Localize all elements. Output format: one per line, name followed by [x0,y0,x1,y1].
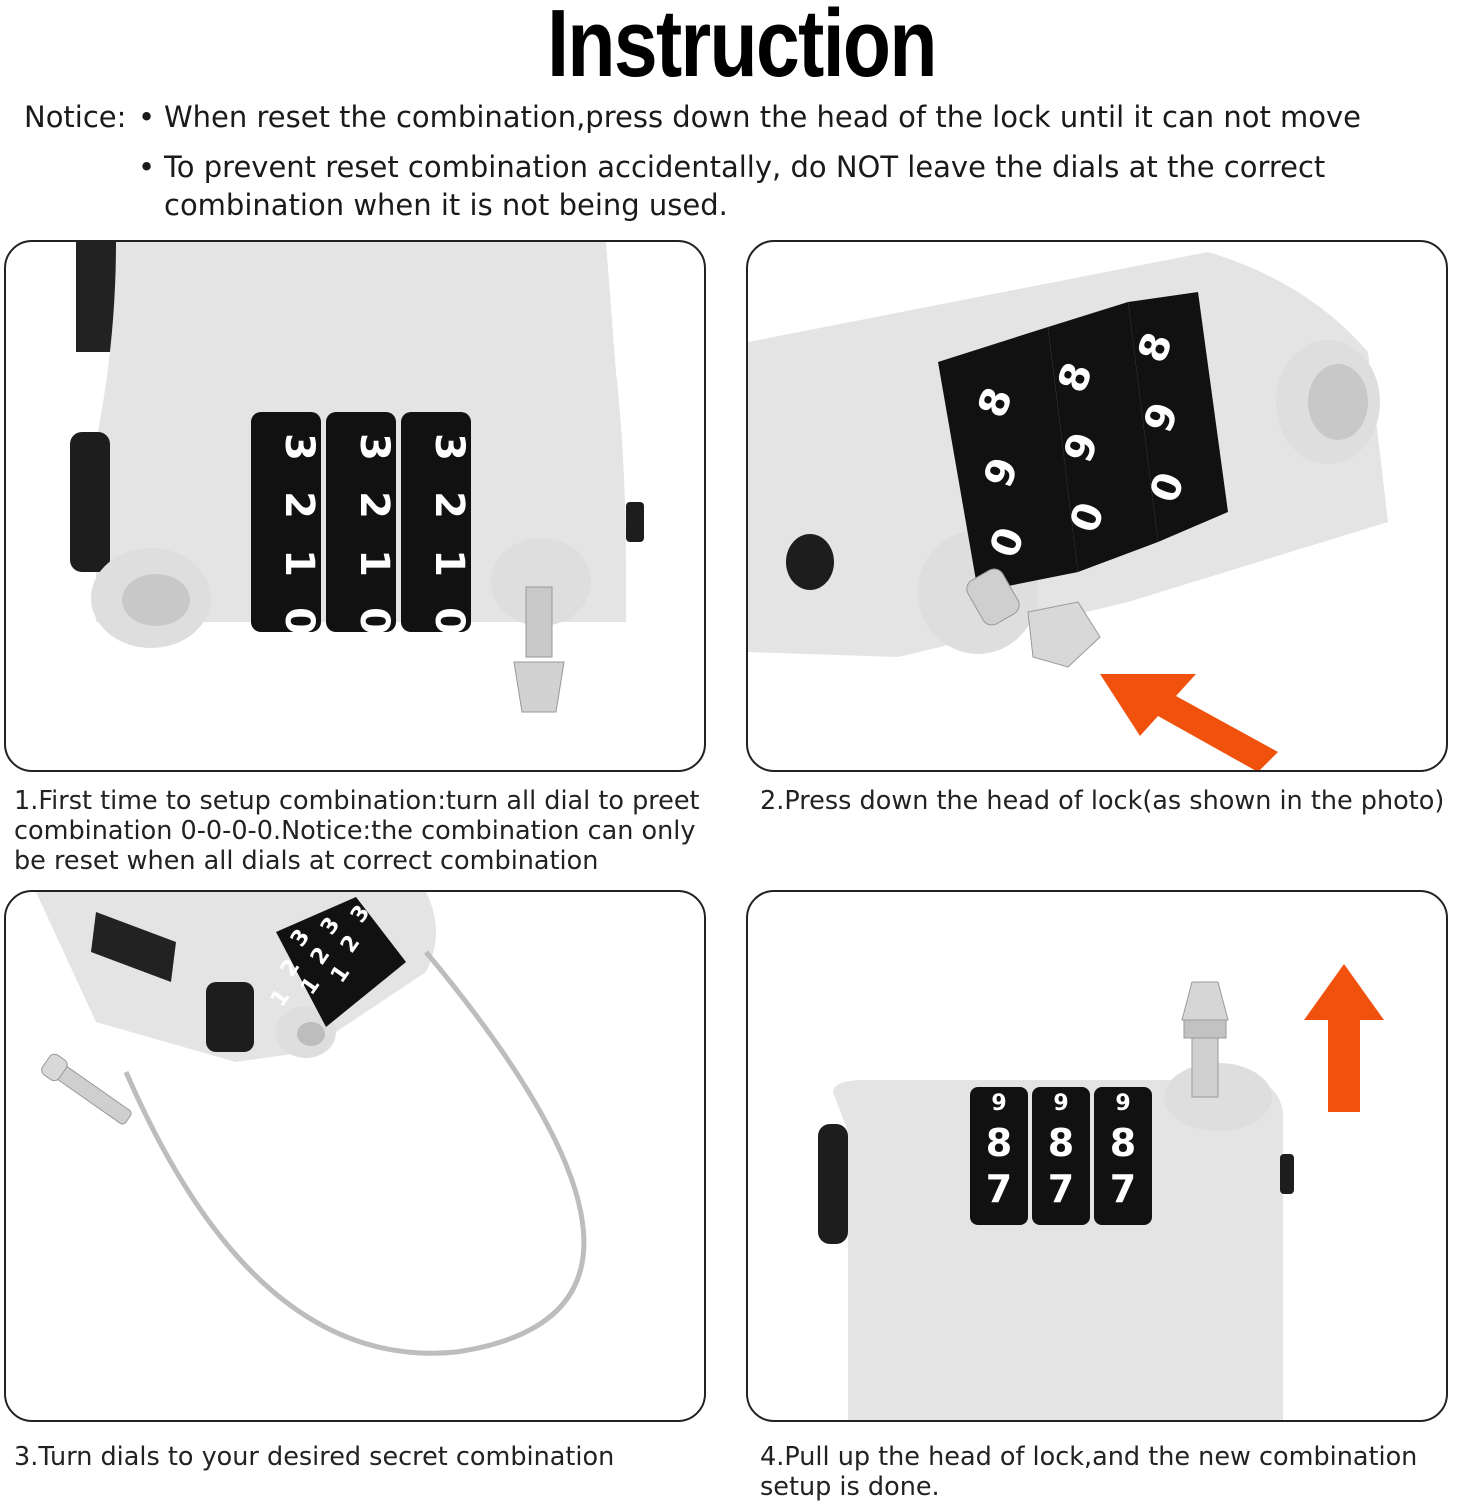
dial [1048,302,1158,572]
step-4-caption: 4.Pull up the head of lock,and the new c… [760,1442,1426,1502]
pin-head [1181,981,1229,1021]
dial-digit: 3 [426,433,472,461]
dial [1032,1087,1090,1225]
dial-digit: 8 [1048,1121,1074,1165]
dial [251,412,321,632]
dial-digit: 7 [1110,1167,1136,1211]
lock-pin [966,568,1101,668]
arrow-icon [1304,964,1384,1112]
side-button [626,502,644,542]
dial-digit: 0 [426,607,472,635]
dial-digits-1: 3 2 1 0 3 2 1 0 3 2 1 0 [276,433,472,635]
lock-illustration: 3 2 1 0 3 2 1 0 3 2 1 0 [70,242,644,713]
lock-button [818,1124,848,1244]
bullet-dot: • [138,150,156,184]
pin-shaft [966,568,1020,626]
dial-digit: 0 [351,607,397,635]
dial-digit: 9 [1115,1091,1130,1116]
dial [326,412,396,632]
lock-body [833,1080,1283,1420]
dial [276,897,406,1027]
lock-slider [91,912,176,982]
lock-button [70,432,110,572]
lock-pin [513,586,565,713]
pin-collar [1183,1019,1227,1039]
lock-button [206,982,254,1052]
arrow-icon [1100,674,1278,770]
cable-end-pin [41,1053,132,1125]
notice-label: Notice: [24,100,127,134]
step-3-caption: 3.Turn dials to your desired secret comb… [14,1442,615,1472]
dial [970,1087,1028,1225]
cable-hole-inner [297,1022,325,1046]
step-1-caption: 1.First time to setup combination:turn a… [14,786,708,876]
pin-head [1027,601,1101,668]
dial [938,327,1078,592]
dial [401,412,471,632]
cable-hole-inner [1308,364,1368,440]
cable [123,950,587,1356]
dial [1094,1087,1152,1225]
dial-digit: 7 [986,1167,1012,1211]
dial-digit: 2 [426,491,472,519]
dial-digit: 8 [1110,1121,1136,1165]
pin-shaft [1191,1036,1219,1098]
dial [1128,292,1228,542]
dial-digit: 1 [276,549,322,577]
dial-digit: 1 [426,549,472,577]
step-1-photo: 3 2 1 0 3 2 1 0 3 2 1 0 [4,240,706,772]
notice-bullet-text: When reset the combination,press down th… [164,100,1362,134]
dial-digit: 2 [276,491,322,519]
notice-bullet-text: To prevent reset combination accidentall… [164,150,1326,222]
pin-head [513,661,565,713]
step-2-caption: 2.Press down the head of lock(as shown i… [760,786,1445,816]
side-button [786,534,834,590]
dial-digit: 9 [1053,1091,1068,1116]
dial-digit: 2 [351,491,397,519]
pin-base [491,538,591,626]
lock-pin [1181,981,1229,1098]
side-button [1280,1154,1294,1194]
dial-digit: 3 [276,433,322,461]
dial-digit: 8 [986,1121,1012,1165]
dial-digit: 3 [351,433,397,461]
dial-stack: 3 2 1 0 3 2 1 0 3 2 1 0 [251,412,472,635]
bullet-dot: • [138,100,156,134]
cable-hole-inner [122,574,190,626]
dial-digit: 9 [991,1091,1006,1116]
pin-shaft [525,586,553,658]
dial-digit: 0 [276,607,322,635]
dial-digit: 7 [1048,1167,1074,1211]
page-title: Instruction [547,0,937,97]
dial-digit: 1 [351,549,397,577]
